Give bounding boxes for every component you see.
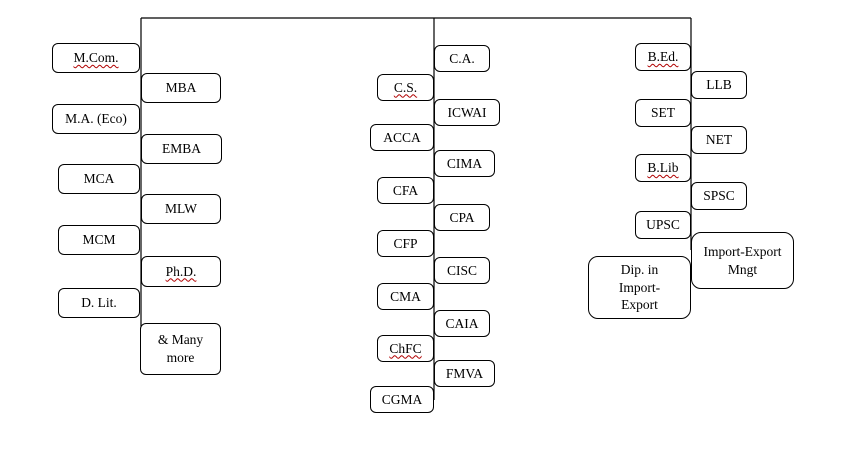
node-mca: MCA xyxy=(58,164,140,194)
node-cisc: CISC xyxy=(434,257,490,284)
node-mlw: MLW xyxy=(141,194,221,224)
node-bed: B.Ed. xyxy=(635,43,691,71)
node-dip-import-export: Dip. in Import-Export xyxy=(588,256,691,319)
node-icwai: ICWAI xyxy=(434,99,500,126)
node-spsc: SPSC xyxy=(691,182,747,210)
node-set: SET xyxy=(635,99,691,127)
node-ca: C.A. xyxy=(434,45,490,72)
node-many-more: & Many more xyxy=(140,323,221,375)
node-dlit: D. Lit. xyxy=(58,288,140,318)
node-import-export-mngt: Import-Export Mngt xyxy=(691,232,794,289)
node-caia: CAIA xyxy=(434,310,490,337)
node-net: NET xyxy=(691,126,747,154)
node-cfa: CFA xyxy=(377,177,434,204)
node-mcm: MCM xyxy=(58,225,140,255)
node-mba: MBA xyxy=(141,73,221,103)
node-fmva: FMVA xyxy=(434,360,495,387)
node-chfc: ChFC xyxy=(377,335,434,362)
node-cfp: CFP xyxy=(377,230,434,257)
node-cpa: CPA xyxy=(434,204,490,231)
node-cima: CIMA xyxy=(434,150,495,177)
node-cs: C.S. xyxy=(377,74,434,101)
node-cgma: CGMA xyxy=(370,386,434,413)
node-upsc: UPSC xyxy=(635,211,691,239)
node-phd: Ph.D. xyxy=(141,256,221,287)
node-cma: CMA xyxy=(377,283,434,310)
node-llb: LLB xyxy=(691,71,747,99)
node-ma-eco: M.A. (Eco) xyxy=(52,104,140,134)
node-mcom: M.Com. xyxy=(52,43,140,73)
node-emba: EMBA xyxy=(141,134,222,164)
node-acca: ACCA xyxy=(370,124,434,151)
node-blib: B.Lib xyxy=(635,154,691,182)
